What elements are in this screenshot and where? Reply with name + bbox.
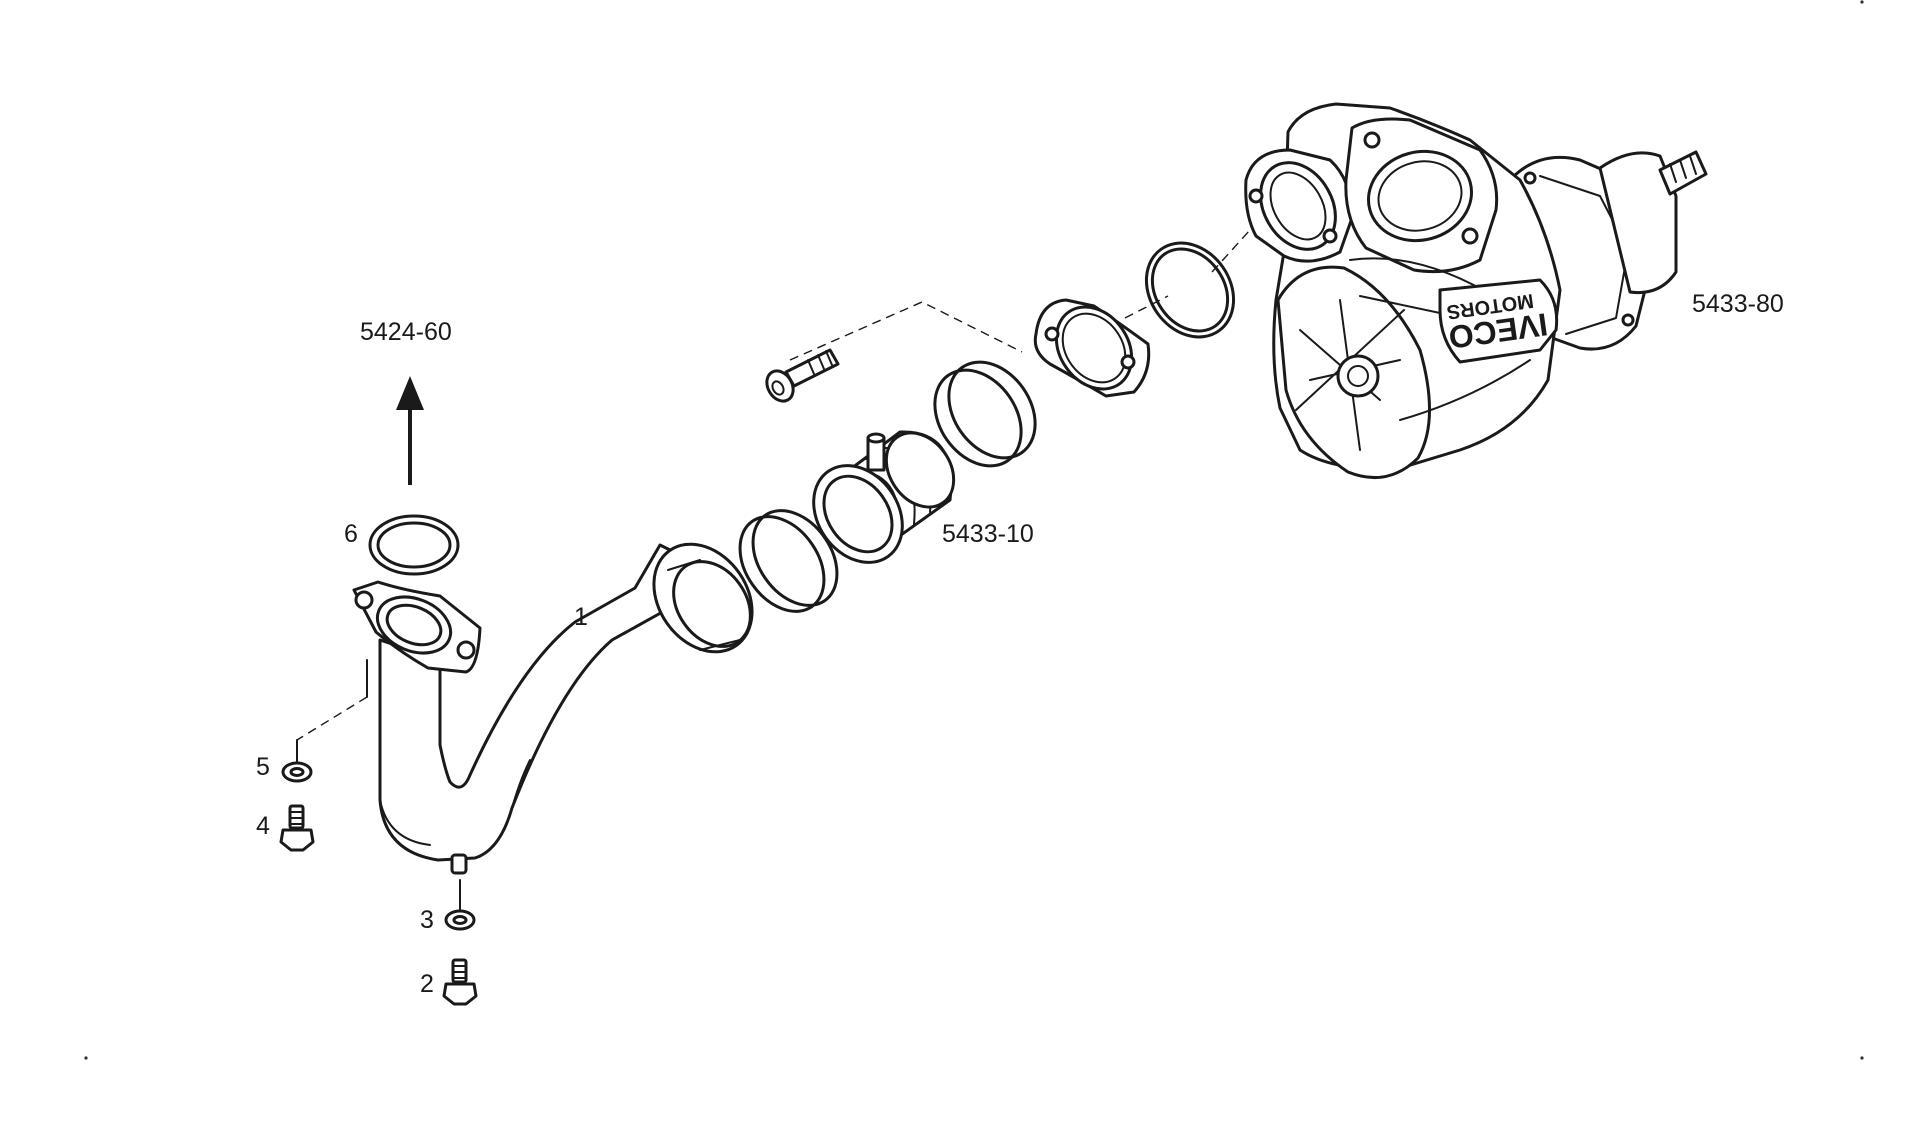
- label-part-6: 6: [344, 520, 358, 548]
- seal-rings-upper: [933, 360, 1037, 468]
- bolt-2: [442, 958, 478, 1006]
- pipe-1: [352, 542, 754, 875]
- label-part-1: 1: [574, 603, 588, 631]
- sleeve: [812, 430, 956, 564]
- o-ring-housing: [1144, 241, 1236, 339]
- label-part-5: 5: [256, 753, 270, 781]
- arrow-up-icon: [396, 376, 424, 485]
- label-part-2: 2: [420, 970, 434, 998]
- corner-mark-top-right: [1860, 0, 1864, 4]
- corner-mark-bottom-right: [1860, 1056, 1864, 1060]
- screw: [765, 348, 840, 403]
- bolt-4: [279, 804, 315, 852]
- leader-flange-to-housing: [1124, 229, 1251, 319]
- pump-housing: IVECO MOTORS: [1244, 102, 1708, 480]
- washer-5: [281, 761, 313, 783]
- label-5424-60: 5424-60: [360, 318, 452, 346]
- corner-mark-bottom-left: [84, 1056, 88, 1060]
- leader-screw-to-flange: [789, 301, 1023, 361]
- label-5433-80: 5433-80: [1692, 290, 1784, 318]
- flange-gasket: [1033, 298, 1151, 398]
- label-5433-10: 5433-10: [942, 520, 1034, 548]
- o-ring-6: [368, 514, 460, 576]
- washer-3: [444, 909, 476, 931]
- label-part-4: 4: [256, 812, 270, 840]
- leader-pipe-to-washer: [296, 696, 368, 741]
- label-part-3: 3: [420, 906, 434, 934]
